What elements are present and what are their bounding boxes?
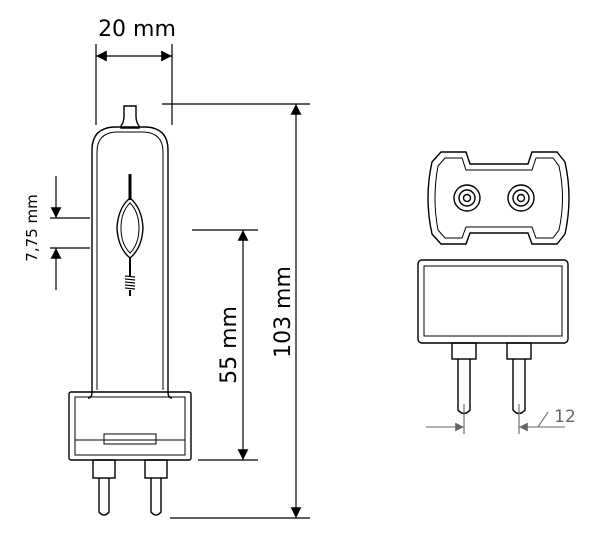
arc-dimension — [50, 176, 90, 290]
light-center-label: 55 mm — [217, 306, 242, 384]
pin-spacing-label: 12 — [554, 407, 576, 427]
base-top-inner — [434, 157, 563, 239]
arc-label: 7,75 mm — [23, 194, 41, 261]
base-latch — [103, 433, 157, 445]
socket-hole-left — [453, 184, 481, 212]
socket-hole-left-center — [462, 193, 472, 203]
base-front-view — [417, 259, 569, 415]
base-top-view — [427, 151, 570, 245]
lamp-envelope-inner — [96, 131, 164, 390]
height-dimension — [162, 103, 310, 519]
lamp-base — [68, 391, 192, 461]
width-label: 20 mm — [98, 17, 176, 42]
socket-hole-left-ring — [458, 189, 476, 207]
pin-shoulder-right — [144, 459, 168, 479]
front-shoulder-right — [506, 342, 532, 360]
socket-hole-right — [507, 184, 535, 212]
pin-right — [150, 478, 162, 516]
lamp-base-inner — [74, 396, 186, 456]
lamp-envelope-outer — [91, 126, 169, 392]
light-center-dimension — [192, 229, 258, 461]
base-front-body — [417, 259, 569, 344]
lamp-tip — [120, 105, 140, 129]
pin-spacing-dimension — [426, 404, 565, 434]
socket-hole-right-ring — [512, 189, 530, 207]
pin-left — [98, 478, 110, 516]
lamp-side-view — [68, 105, 192, 516]
front-shoulder-left — [451, 342, 477, 360]
base-front-inner — [423, 265, 563, 337]
socket-hole-right-center — [516, 193, 526, 203]
pin-shoulder-left — [92, 459, 116, 479]
width-dimension — [95, 44, 173, 125]
arc-tube-inner — [120, 202, 140, 254]
base-top-outline — [427, 151, 570, 245]
coil — [124, 275, 136, 290]
height-label: 103 mm — [271, 266, 296, 358]
